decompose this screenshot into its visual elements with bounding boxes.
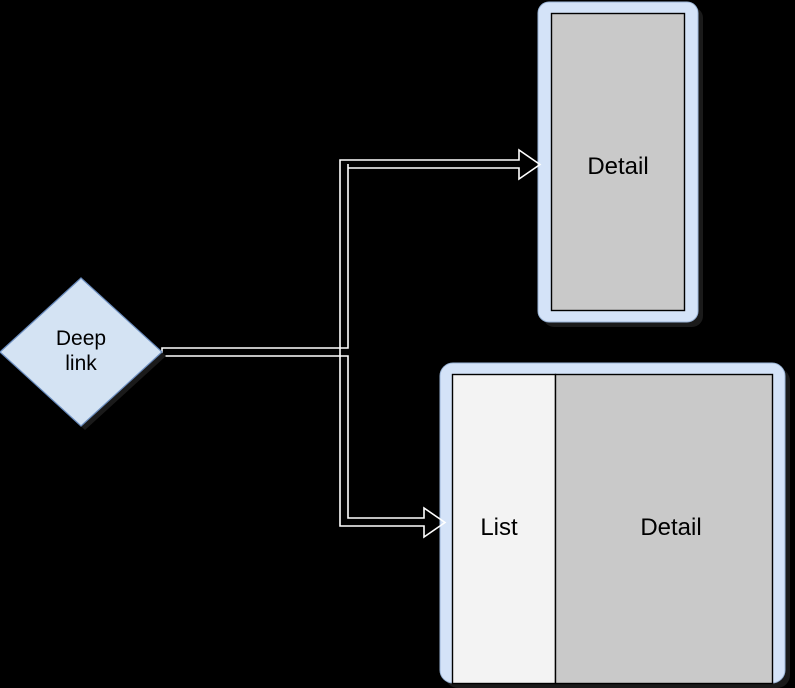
edge-deeplink-to-list-detail[interactable] — [339, 355, 447, 539]
list-panel[interactable] — [451, 373, 557, 685]
edge-deeplink-to-detail[interactable] — [161, 148, 542, 357]
detail-panel[interactable] — [554, 373, 774, 685]
node-list-detail-tablet[interactable] — [439, 362, 790, 688]
detail-phone-screen — [550, 12, 686, 312]
node-detail-phone[interactable] — [537, 1, 703, 327]
node-deep-link[interactable] — [0, 277, 166, 430]
deep-link-diamond — [0, 277, 163, 427]
